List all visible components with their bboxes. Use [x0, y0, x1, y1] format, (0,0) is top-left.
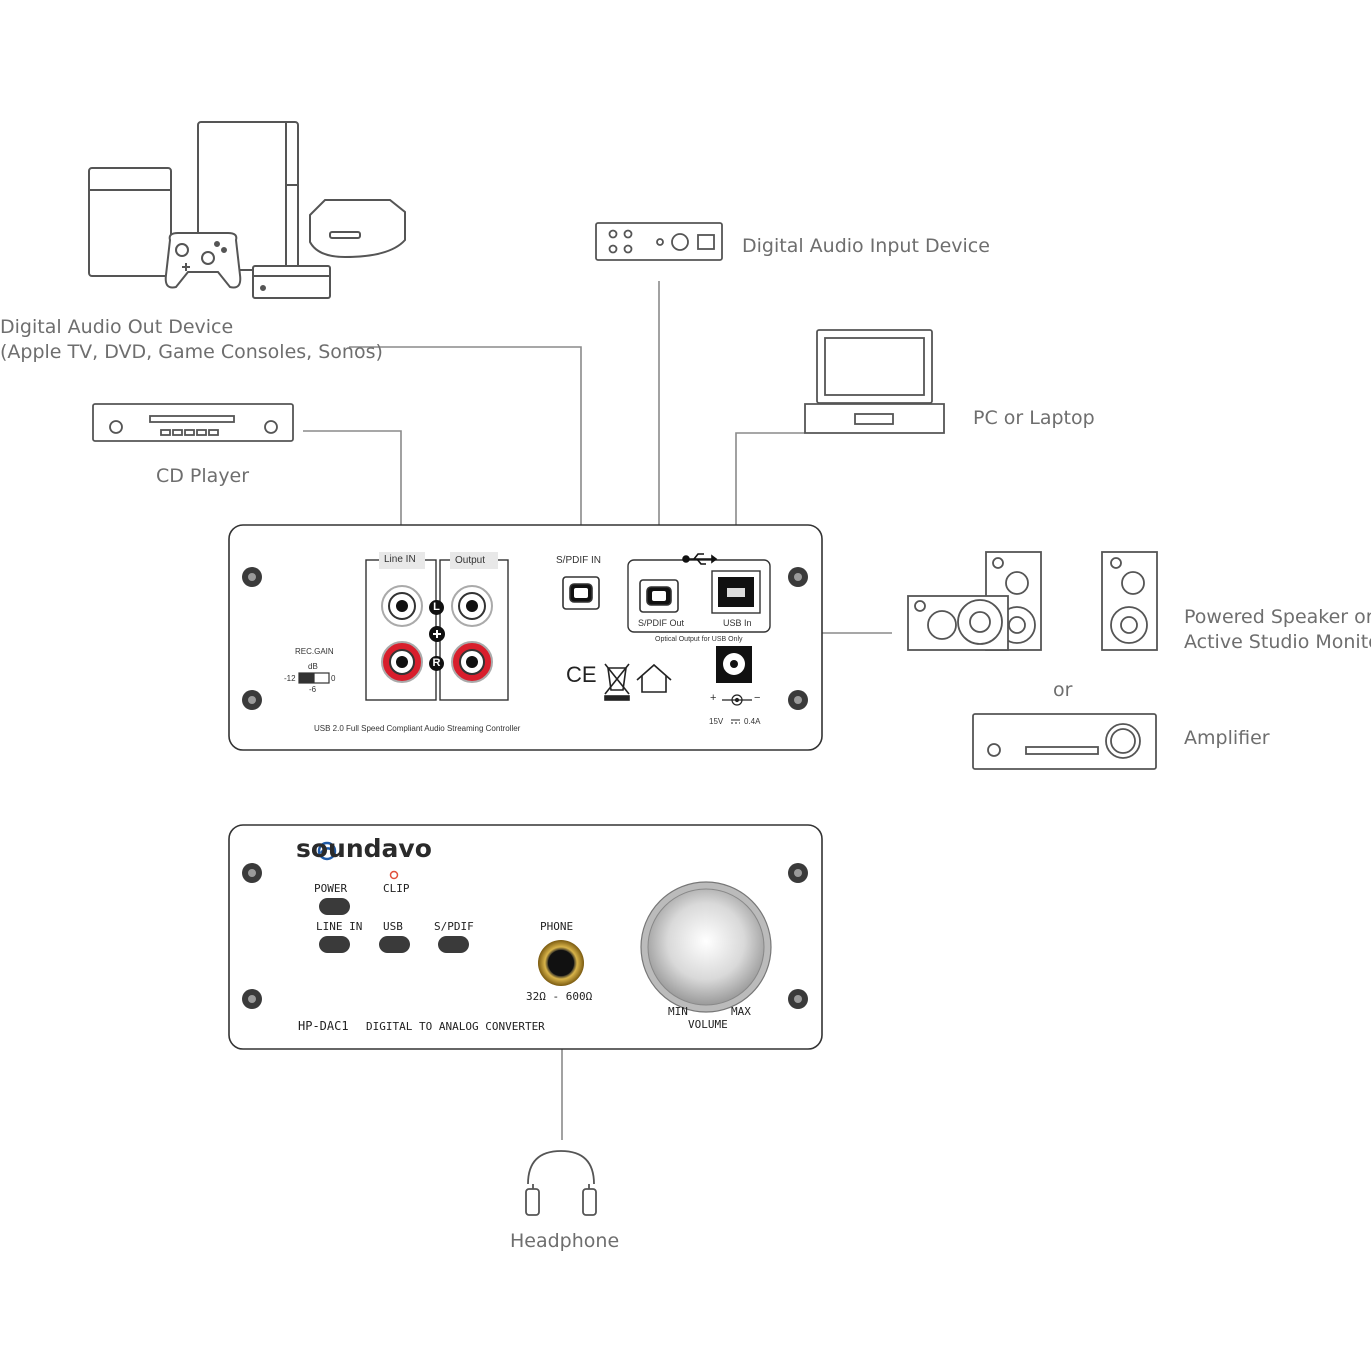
volume-min-label: MIN — [668, 1005, 688, 1018]
or-label: or — [1053, 679, 1073, 701]
rec-gain-label: REC.GAIN — [295, 647, 334, 656]
volume-knob-icon — [640, 881, 772, 1013]
digital-audio-out-examples: (Apple TV, DVD, Game Consoles, Sonos) — [0, 341, 383, 363]
amplifier-icon — [972, 713, 1157, 770]
description-label: DIGITAL TO ANALOG CONVERTER — [366, 1020, 545, 1033]
current-spec: 0.4A — [744, 717, 761, 726]
spdif-button-label: S/PDIF — [434, 920, 474, 933]
digital-audio-out-devices-icon — [88, 121, 406, 299]
headphone-icon — [525, 1150, 597, 1216]
polarity-minus: − — [754, 692, 761, 704]
front-panel — [228, 824, 823, 1050]
spdif-out-label: S/PDIF Out — [638, 618, 685, 628]
phone-label: PHONE — [540, 920, 574, 933]
digital-audio-input-label: Digital Audio Input Device — [742, 235, 990, 257]
volume-max-label: MAX — [731, 1005, 751, 1018]
headphone-label: Headphone — [510, 1230, 620, 1252]
gain-switch — [298, 672, 330, 684]
gain-0-label: 0 — [331, 674, 336, 683]
usb-button-label: USB — [383, 920, 403, 933]
headphone-jack-icon — [538, 940, 584, 986]
output-label: Output — [455, 555, 486, 566]
rear-panel — [228, 524, 823, 751]
left-channel-badge: L — [429, 600, 444, 615]
active-studio-monitor-label: Active Studio Monitor — [1184, 631, 1371, 653]
voltage-spec: 15V — [709, 717, 724, 726]
usb-port-icon — [711, 570, 761, 614]
spdif-in-label: S/PDIF IN — [556, 555, 602, 566]
ce-mark: CE — [566, 662, 597, 687]
gain-minus6-label: -6 — [309, 685, 317, 694]
rca-jack-icon — [381, 585, 493, 683]
brand-logo: soundavo — [296, 834, 432, 863]
powered-speakers-icon — [907, 551, 1158, 651]
polarity-icon — [722, 694, 752, 706]
dc-jack-icon — [716, 646, 752, 683]
controller-text: USB 2.0 Full Speed Compliant Audio Strea… — [314, 724, 521, 733]
indoor-use-icon — [636, 663, 672, 693]
digital-audio-input-device-icon — [595, 222, 723, 261]
usb-in-label: USB In — [723, 618, 752, 628]
brand-swirl-icon — [317, 841, 337, 861]
front-buttons — [319, 898, 469, 953]
laptop-icon — [804, 329, 945, 434]
cd-player-label: CD Player — [156, 465, 250, 487]
weee-bin-icon — [604, 663, 630, 701]
impedance-label: 32Ω - 600Ω — [526, 990, 593, 1003]
powered-speaker-label: Powered Speaker or — [1184, 606, 1371, 628]
cd-player-icon — [92, 403, 294, 442]
usb-symbol-icon — [682, 553, 718, 565]
digital-audio-out-label: Digital Audio Out Device — [0, 316, 234, 338]
line-in-button-label: LINE IN — [316, 920, 363, 933]
dc-symbol-icon — [731, 719, 740, 724]
line-in-label: Line IN — [384, 554, 416, 565]
right-channel-badge: R — [429, 656, 444, 671]
pc-laptop-label: PC or Laptop — [973, 407, 1095, 429]
amplifier-label: Amplifier — [1184, 727, 1270, 749]
optical-output-note: Optical Output for USB Only — [655, 636, 743, 643]
gain-minus12-label: -12 — [284, 674, 296, 683]
clip-label: CLIP — [383, 882, 410, 895]
clip-led-icon — [389, 870, 399, 880]
power-label: POWER — [314, 882, 348, 895]
model-label: HP-DAC1 — [298, 1019, 349, 1033]
line-digital-out-to-spdif-in — [349, 346, 582, 585]
db-label: dB — [308, 662, 318, 671]
polarity-plus: + — [710, 692, 717, 704]
volume-label: VOLUME — [688, 1018, 728, 1031]
